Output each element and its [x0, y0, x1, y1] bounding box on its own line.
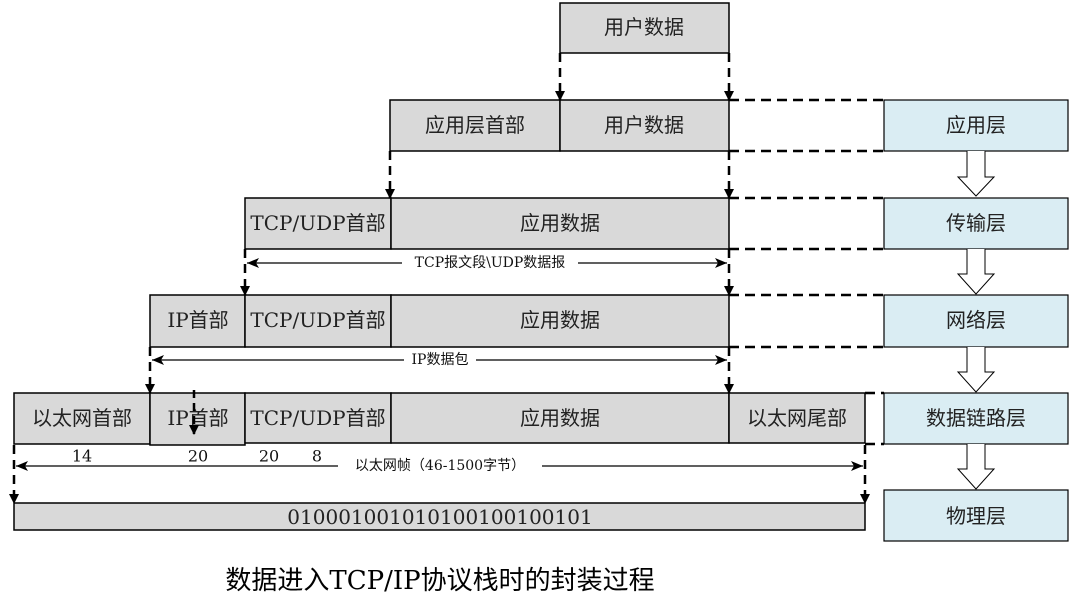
cell-app-data	[390, 294, 730, 348]
cell-label: 应用数据	[520, 211, 600, 235]
cell-label: 以太网尾部	[747, 406, 847, 430]
cell-app-data	[390, 392, 730, 444]
cell-eth-trailer	[728, 392, 866, 444]
span-tcp-segment: TCP报文段\UDP数据报	[247, 254, 727, 272]
layer-stack: 应用层 传输层 网络层 数据链路层 物理层	[883, 99, 1069, 542]
cell-label: 用户数据	[604, 113, 684, 137]
layer-label: 物理层	[946, 504, 1006, 528]
down-arrow-icon	[956, 444, 996, 490]
row-network: IP首部 TCP/UDP首部 应用数据	[149, 294, 730, 348]
bitstream-label: 010001001010100100100101	[287, 505, 592, 529]
layer-connectors	[729, 98, 884, 446]
cell-label: TCP/UDP首部	[250, 308, 385, 332]
cell-label: IP首部	[167, 308, 228, 332]
cell-app-data	[390, 197, 730, 250]
encapsulation-arrows	[9, 53, 870, 504]
cell-app-header	[389, 99, 561, 152]
size-eth-header: 14	[72, 447, 92, 466]
down-arrow-icon	[956, 151, 996, 197]
label-bg	[404, 351, 476, 369]
layer-application	[883, 99, 1069, 152]
size-tcp-header: 20	[259, 447, 279, 466]
span-ethernet-frame: 以太网帧（46-1500字节）	[16, 456, 863, 476]
cell-label: IP首部	[167, 406, 228, 430]
layer-transport	[883, 197, 1069, 250]
cell-label: 以太网首部	[32, 406, 132, 430]
span-ip-packet: IP数据包	[152, 351, 727, 369]
layer-network	[883, 294, 1069, 348]
cell-ip-header	[149, 294, 246, 348]
row-transport: TCP/UDP首部 应用数据	[244, 197, 730, 250]
layer-label: 传输层	[946, 211, 1006, 235]
cell-label: TCP/UDP首部	[250, 211, 385, 235]
cell-label: 用户数据	[604, 15, 684, 39]
row-datalink: 以太网首部 IP首部 TCP/UDP首部 应用数据 以太网尾部	[13, 390, 866, 446]
cell-label: 应用数据	[520, 406, 600, 430]
cell-user-data	[559, 2, 730, 54]
down-arrow-icon	[956, 249, 996, 295]
layer-label: 应用层	[946, 113, 1006, 137]
row-physical: 010001001010100100100101	[13, 502, 866, 531]
cell-label: 应用层首部	[425, 113, 525, 137]
cell-ip-header	[149, 392, 246, 446]
size-udp-header: 8	[312, 447, 322, 466]
row-user-data: 用户数据	[559, 2, 730, 54]
layer-label: 网络层	[946, 308, 1006, 332]
label-bg	[338, 456, 542, 476]
cell-label: 应用数据	[520, 308, 600, 332]
cell-bitstream	[13, 502, 866, 531]
cell-label: TCP/UDP首部	[250, 406, 385, 430]
diagram-title: 数据进入TCP/IP协议栈时的封装过程	[225, 566, 655, 596]
row-application: 应用层首部 用户数据	[389, 99, 730, 152]
span-label: 以太网帧（46-1500字节）	[355, 458, 525, 474]
down-arrow-icon	[956, 347, 996, 393]
label-bg	[402, 254, 578, 272]
header-sizes: 14 20 20 8	[72, 447, 322, 466]
layer-label: 数据链路层	[926, 406, 1026, 430]
cell-tcp-header	[244, 294, 392, 348]
layer-datalink	[883, 392, 1069, 445]
cell-eth-header	[13, 392, 151, 445]
span-label: TCP报文段\UDP数据报	[415, 255, 566, 271]
cell-user-data	[559, 99, 730, 152]
size-ip-header: 20	[188, 447, 208, 466]
layer-physical	[883, 489, 1069, 542]
span-label: IP数据包	[412, 352, 469, 368]
